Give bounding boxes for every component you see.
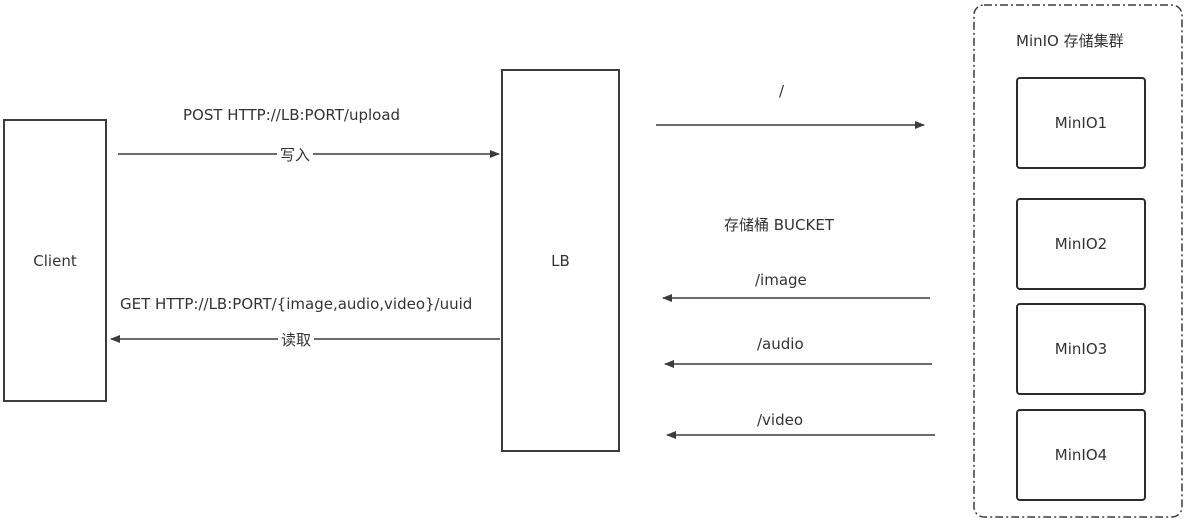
bucket-path-audio: /audio: [757, 335, 804, 353]
download-request-label: GET HTTP://LB:PORT/{image,audio,video}/u…: [120, 295, 473, 313]
minio-node-1: MinIO1: [1016, 77, 1146, 169]
bucket-path-image: /image: [755, 271, 807, 289]
minio-node-1-label: MinIO1: [1054, 114, 1108, 132]
upload-request-label: POST HTTP://LB:PORT/upload: [183, 106, 401, 124]
bucket-title: 存储桶 BUCKET: [724, 216, 834, 234]
lb-label: LB: [551, 251, 570, 270]
forward-path-label: /: [779, 82, 785, 100]
bucket-path-video: /video: [757, 411, 804, 429]
upload-action-label: 写入: [277, 146, 314, 164]
cluster-border: [973, 4, 1183, 518]
cluster-title: MinIO 存储集群: [1016, 32, 1124, 50]
minio-node-3: MinIO3: [1016, 303, 1146, 395]
client-label: Client: [33, 251, 77, 270]
minio-node-2: MinIO2: [1016, 198, 1146, 290]
minio-node-2-label: MinIO2: [1054, 235, 1108, 253]
minio-node-4: MinIO4: [1016, 409, 1146, 501]
client-node: Client: [3, 119, 107, 402]
lb-node: LB: [501, 69, 620, 452]
download-action-label: 读取: [278, 331, 315, 349]
minio-node-3-label: MinIO3: [1054, 340, 1108, 358]
minio-node-4-label: MinIO4: [1054, 446, 1108, 464]
